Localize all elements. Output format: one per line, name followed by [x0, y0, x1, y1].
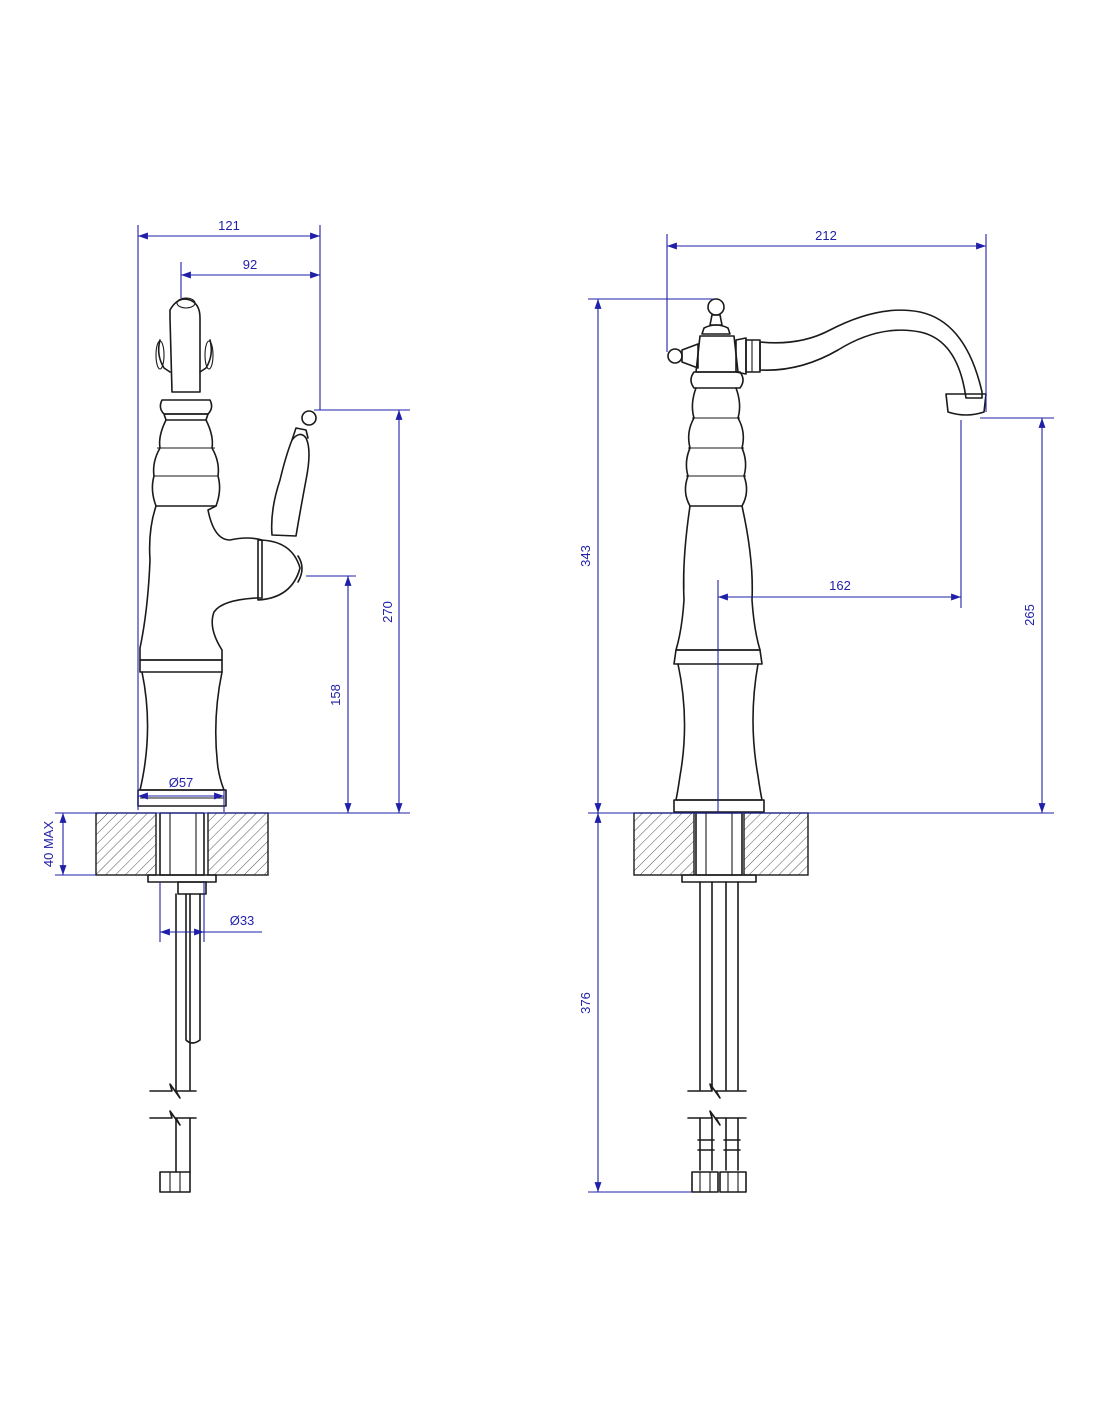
front-countertop-right	[743, 812, 809, 876]
dim-label-158: 158	[328, 684, 343, 706]
dim-label-212: 212	[815, 228, 837, 243]
side-faucet-body	[137, 297, 317, 807]
dim-label-57: Ø57	[169, 775, 194, 790]
dim-label-40max: 40 MAX	[41, 821, 56, 868]
dim-label-265: 265	[1022, 604, 1037, 626]
side-view: 121 92 270 158 Ø57 40 MAX	[41, 218, 410, 1193]
dim-label-121: 121	[218, 218, 240, 233]
dim-label-33: Ø33	[230, 913, 255, 928]
side-dimensions: 121 92 270 158 Ø57 40 MAX	[41, 218, 410, 942]
side-countertop-left	[95, 812, 157, 876]
front-view: 212 343 162 265 376	[578, 228, 1054, 1193]
dim-label-92: 92	[243, 257, 257, 272]
front-countertop-left	[633, 812, 695, 876]
dim-label-270: 270	[380, 601, 395, 623]
side-shank	[147, 812, 217, 1193]
front-faucet-body	[667, 298, 987, 813]
dim-label-343: 343	[578, 545, 593, 567]
side-countertop-right	[207, 812, 269, 876]
front-dimensions: 212 343 162 265 376	[578, 228, 1054, 1193]
dim-label-376: 376	[578, 992, 593, 1014]
front-shank	[681, 812, 757, 1193]
dim-label-162: 162	[829, 578, 851, 593]
